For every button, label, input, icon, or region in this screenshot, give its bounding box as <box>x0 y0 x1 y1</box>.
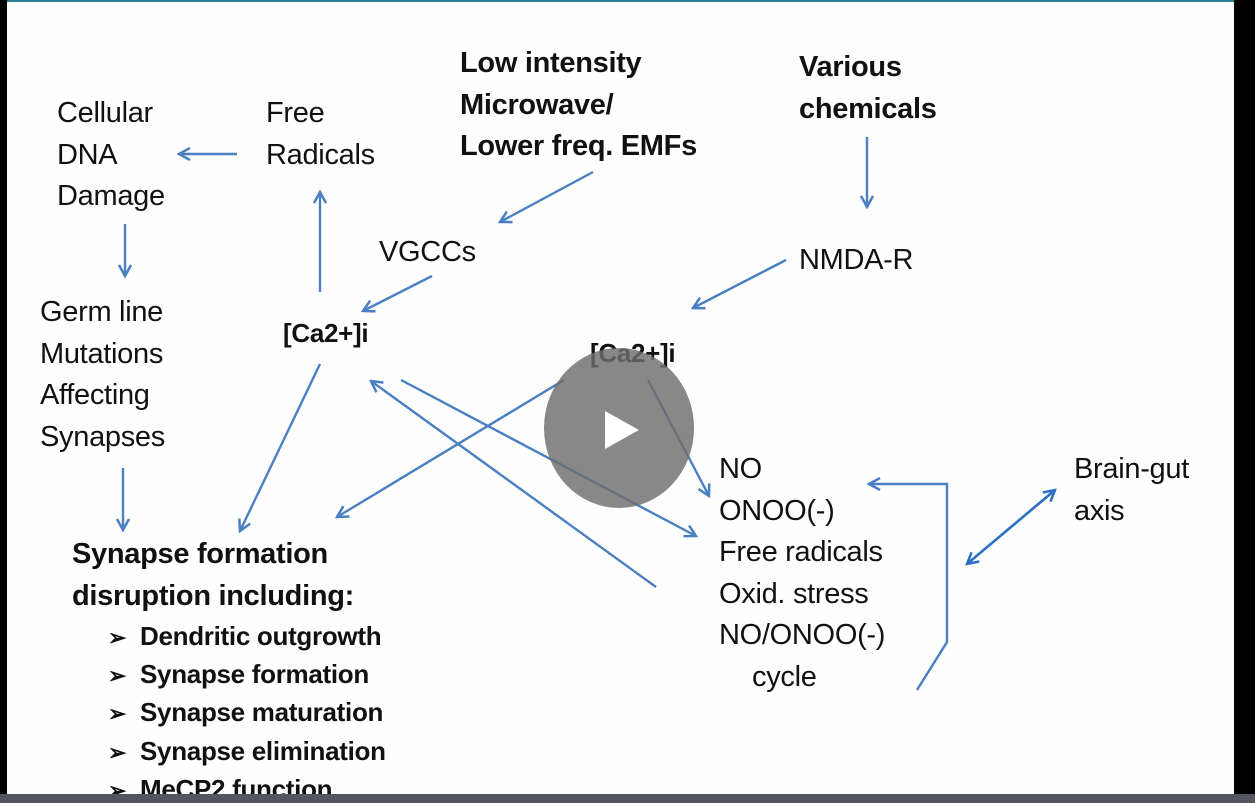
node-line: Radicals <box>266 138 375 171</box>
list-item-text: Synapse maturation <box>140 697 384 728</box>
node-line: Oxid. stress <box>719 577 869 610</box>
node-line: Various <box>799 51 902 83</box>
arrow-ca-right-to-synapse <box>337 378 565 517</box>
play-button[interactable] <box>544 348 694 508</box>
bullet-arrow-icon: ➢ <box>108 663 127 689</box>
node-line: Affecting <box>40 379 150 411</box>
arrow-ca-left-to-synapse <box>240 363 322 531</box>
synapse-disruption-list: ➢Dendritic outgrowth ➢Synapse formation … <box>108 618 386 803</box>
node-line: NO <box>719 453 762 485</box>
node-vgccs: VGCCs <box>379 236 476 268</box>
arrow-brain-gut-bidirectional <box>967 490 1055 564</box>
top-accent-band <box>7 0 1234 2</box>
bullet-arrow-icon: ➢ <box>108 739 127 765</box>
arrow-nmda-to-ca <box>693 258 787 308</box>
node-line: Synapses <box>40 420 165 453</box>
video-progress-bar[interactable] <box>0 794 1255 803</box>
node-line: Damage <box>57 180 165 212</box>
arrow-no-to-ca-left <box>371 381 657 588</box>
node-line: NO/ONOO(-) <box>719 619 886 651</box>
node-line: cycle <box>752 660 817 693</box>
list-item: ➢ Synapse maturation <box>108 694 386 732</box>
play-icon <box>605 411 639 449</box>
list-item-text: Dendritic outgrowth <box>140 621 382 651</box>
arrow-emf-to-vgccs <box>500 170 594 222</box>
node-line: DNA <box>57 138 118 171</box>
heading-line: disruption including: <box>72 579 355 612</box>
node-ca-left: [Ca2+]i <box>283 318 369 348</box>
list-item: ➢ Synapse elimination <box>108 733 386 771</box>
bullet-arrow-icon: ➢ <box>108 625 127 650</box>
arrow-no-cycle-loop <box>869 484 949 691</box>
node-no-onoo-cycle: NO ONOO(-) Free radicals Oxid. stress NO… <box>719 449 885 698</box>
list-item: ➢ Dendritic outgrowth <box>108 618 386 656</box>
node-line: chemicals <box>799 92 937 125</box>
arrow-vgccs-to-ca <box>363 274 433 311</box>
list-item-text: Synapse elimination <box>140 735 386 766</box>
node-germ-line-mutations: Germ line Mutations Affecting Synapses <box>40 292 165 458</box>
node-free-radicals: Free Radicals <box>266 93 375 176</box>
node-line: ONOO(-) <box>719 494 835 527</box>
list-item: ➢ Synapse formation <box>108 656 386 694</box>
heading-line: Synapse formation <box>72 538 328 570</box>
node-line: Germ line <box>40 296 163 328</box>
node-line: Cellular <box>57 97 153 129</box>
bullet-arrow-icon: ➢ <box>108 701 127 727</box>
node-line: Low intensity <box>460 47 642 79</box>
node-line: Free <box>266 97 325 129</box>
node-nmda-r: NMDA-R <box>799 244 914 276</box>
video-frame: Cellular DNA Damage Free Radicals Low in… <box>7 0 1234 803</box>
node-line: Free radicals <box>719 536 883 568</box>
list-item-text: Synapse formation <box>140 659 369 690</box>
node-line: axis <box>1074 494 1125 527</box>
node-line: Lower freq. EMFs <box>460 130 697 162</box>
synapse-disruption-heading: Synapse formation disruption including: <box>72 534 354 617</box>
node-brain-gut-axis: Brain-gut axis <box>1074 449 1189 532</box>
node-low-intensity-emf: Low intensity Microwave/ Lower freq. EMF… <box>460 43 697 168</box>
node-cellular-dna-damage: Cellular DNA Damage <box>57 93 165 218</box>
node-line: Brain-gut <box>1074 453 1189 485</box>
node-line: Microwave/ <box>460 88 614 121</box>
node-various-chemicals: Various chemicals <box>799 47 937 130</box>
node-line: Mutations <box>40 337 164 370</box>
